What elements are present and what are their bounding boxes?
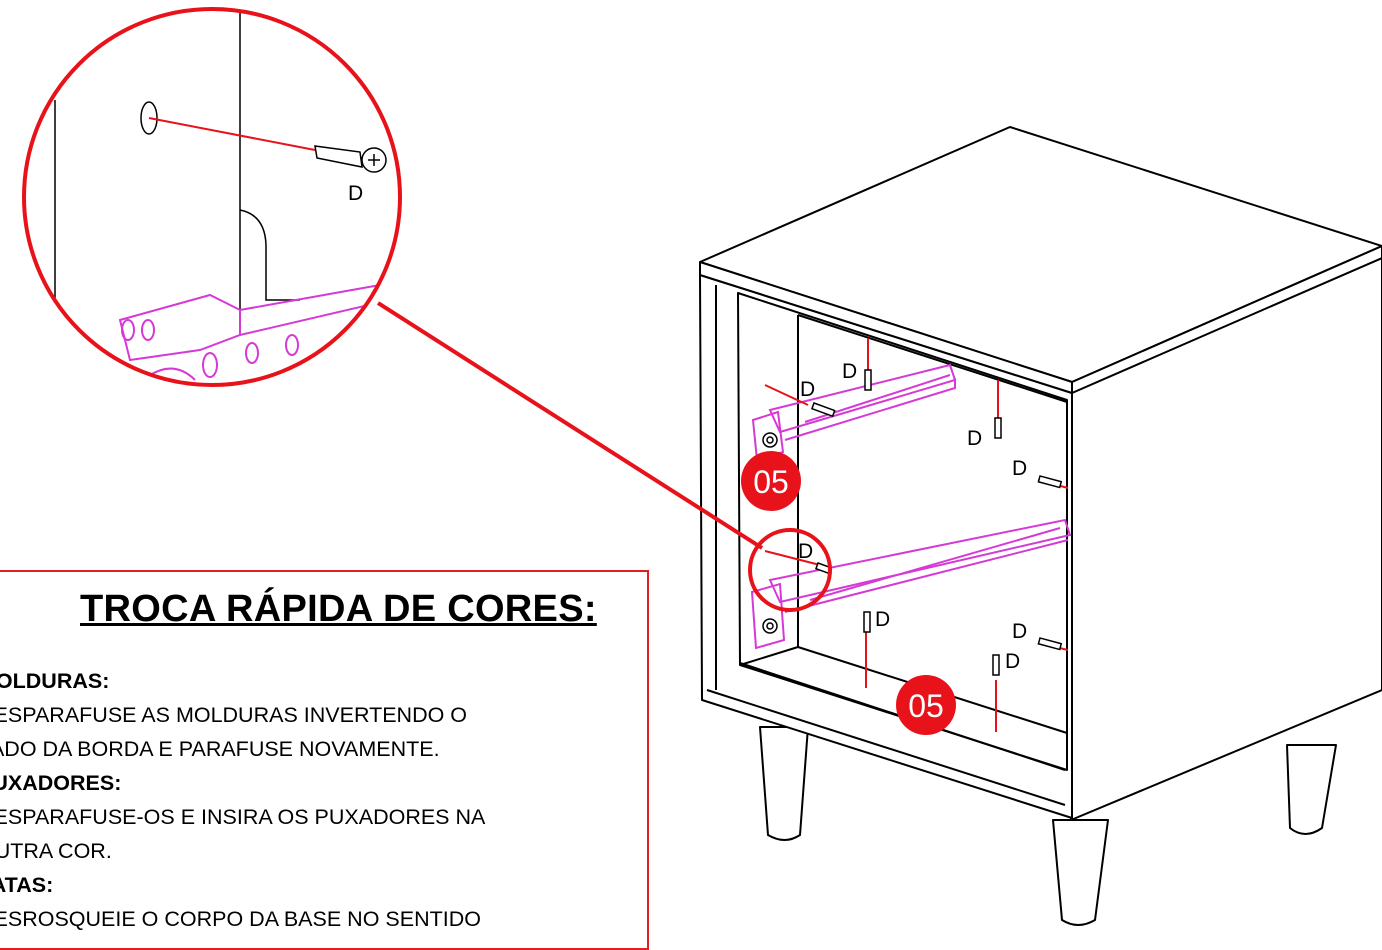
cabinet-screws — [810, 369, 1063, 676]
zoom-circle-border — [22, 7, 402, 387]
screw-labels: D D D D D D D D — [798, 360, 1027, 673]
screw-label: D — [800, 378, 815, 401]
section-heading: MOLDURAS: — [0, 669, 110, 693]
section-line: LADO DA BORDA E PARAFUSE NOVAMENTE. — [0, 737, 440, 761]
screw-label: D — [875, 608, 890, 631]
step-number: 05 — [908, 688, 944, 724]
screw-label: D — [1005, 650, 1020, 673]
step-badge: 05 — [741, 451, 801, 511]
screw-label: D — [1012, 457, 1027, 480]
section-heading: PUXADORES: — [0, 771, 122, 795]
screw-label: D — [1012, 620, 1027, 643]
instruction-text: MOLDURAS: DESPARAFUSE AS MOLDURAS INVERT… — [0, 664, 647, 936]
step-number: 05 — [753, 464, 789, 500]
screw-label: D — [842, 360, 857, 383]
detail-marker-circle — [748, 528, 832, 612]
cabinet-drawing — [699, 126, 1382, 926]
section-line: OUTRA COR. — [0, 839, 112, 863]
section-heading: PATAS: — [0, 873, 54, 897]
section-line: DESROSQUEIE O CORPO DA BASE NO SENTIDO — [0, 907, 481, 931]
screw-label: D — [348, 182, 363, 205]
instruction-title: TROCA RÁPIDA DE CORES: — [80, 588, 597, 630]
step-badge: 05 — [896, 675, 956, 735]
section-line: DESPARAFUSE-OS E INSIRA OS PUXADORES NA — [0, 805, 486, 829]
zoom-detail: D — [24, 9, 400, 385]
screw-label: D — [967, 427, 982, 450]
section-line: DESPARAFUSE AS MOLDURAS INVERTENDO O — [0, 703, 468, 727]
screw-label: D — [798, 540, 813, 563]
instruction-box: TROCA RÁPIDA DE CORES: MOLDURAS: DESPARA… — [0, 570, 649, 950]
